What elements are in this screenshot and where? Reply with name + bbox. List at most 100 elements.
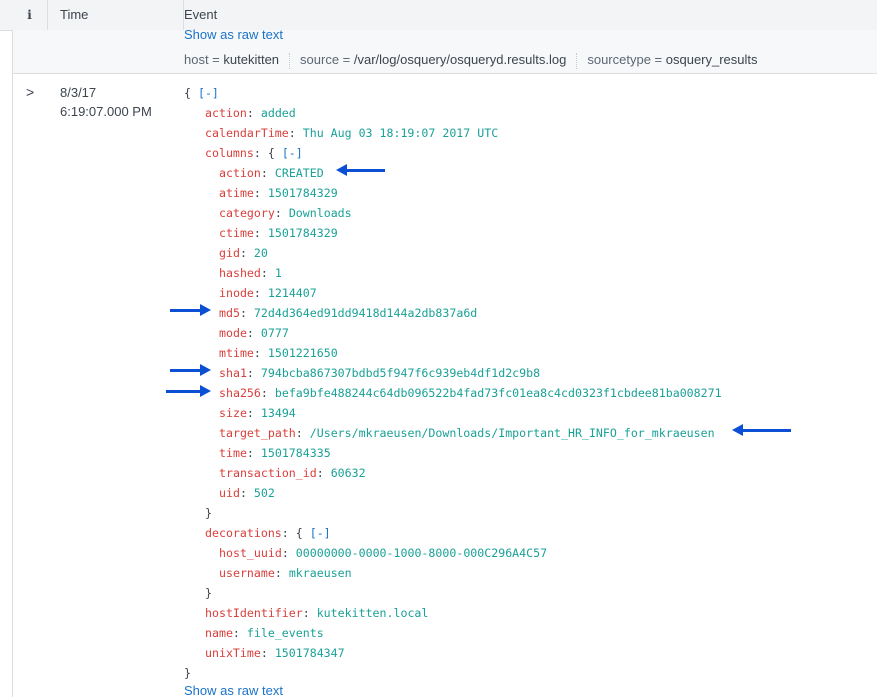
json-key[interactable]: name: [205, 626, 233, 640]
collapse-toggle[interactable]: [-]: [281, 146, 303, 160]
json-value[interactable]: 502: [253, 486, 275, 500]
json-value[interactable]: 1501221650: [267, 346, 338, 360]
table-row: [13, 30, 877, 74]
json-value[interactable]: 1214407: [267, 286, 317, 300]
json-line: hostIdentifier: kutekitten.local: [205, 606, 429, 620]
json-value[interactable]: befa9bfe488244c64db096522b4fad73fc01ea8c…: [274, 386, 722, 400]
json-line: name: file_events: [205, 626, 324, 640]
json-key[interactable]: size: [219, 406, 247, 420]
json-key[interactable]: sha256: [219, 386, 261, 400]
json-value[interactable]: /Users/mkraeusen/Downloads/Important_HR_…: [309, 426, 715, 440]
json-value[interactable]: mkraeusen: [288, 566, 352, 580]
divider: [576, 52, 578, 69]
json-value[interactable]: 13494: [260, 406, 296, 420]
json-line: hashed: 1: [219, 266, 282, 280]
events-table-header: i Time Event: [0, 0, 877, 31]
json-line: mtime: 1501221650: [219, 346, 338, 360]
json-value[interactable]: 60632: [330, 466, 366, 480]
json-key[interactable]: decorations: [205, 526, 282, 540]
json-value[interactable]: 72d4d364ed91dd9418d144a2db837a6d: [253, 306, 478, 320]
json-key[interactable]: action: [219, 166, 261, 180]
json-value[interactable]: 0777: [260, 326, 289, 340]
json-value[interactable]: 1501784347: [274, 646, 345, 660]
divider: [289, 52, 291, 69]
json-key[interactable]: md5: [219, 306, 240, 320]
json-close-brace: }: [184, 666, 191, 680]
json-key[interactable]: inode: [219, 286, 254, 300]
collapse-toggle[interactable]: [-]: [197, 86, 219, 100]
table-left-border: [12, 30, 13, 697]
json-value[interactable]: added: [260, 106, 296, 120]
json-key[interactable]: transaction_id: [219, 466, 317, 480]
host-field-label: host =: [184, 52, 224, 67]
show-raw-text-link[interactable]: Show as raw text: [184, 27, 283, 42]
json-key[interactable]: columns: [205, 146, 254, 160]
json-key[interactable]: username: [219, 566, 275, 580]
json-line: decorations: { [-]: [205, 526, 331, 540]
json-open-brace: {: [267, 146, 282, 160]
json-line: inode: 1214407: [219, 286, 317, 300]
event-time: 6:19:07.000 PM: [60, 104, 152, 119]
sourcetype-field-value[interactable]: osquery_results: [665, 52, 758, 67]
json-key[interactable]: host_uuid: [219, 546, 282, 560]
json-line: target_path: /Users/mkraeusen/Downloads/…: [219, 426, 715, 440]
json-value[interactable]: Thu Aug 03 18:19:07 2017 UTC: [302, 126, 499, 140]
json-key[interactable]: hostIdentifier: [205, 606, 303, 620]
json-key[interactable]: hashed: [219, 266, 261, 280]
json-value[interactable]: 1501784335: [260, 446, 331, 460]
right-arrow-icon: [166, 385, 211, 397]
json-open-brace: {: [295, 526, 310, 540]
info-column-header[interactable]: i: [12, 0, 48, 30]
json-value[interactable]: kutekitten.local: [316, 606, 429, 620]
json-close-brace: }: [205, 586, 212, 600]
json-key[interactable]: calendarTime: [205, 126, 289, 140]
json-line: }: [184, 503, 722, 523]
json-line: { [-]: [184, 83, 722, 103]
json-line: gid: 20: [219, 246, 268, 260]
json-key[interactable]: mtime: [219, 346, 254, 360]
json-value[interactable]: Downloads: [288, 206, 352, 220]
json-key[interactable]: atime: [219, 186, 254, 200]
json-key[interactable]: mode: [219, 326, 247, 340]
json-line: transaction_id: 60632: [219, 466, 366, 480]
json-value[interactable]: CREATED: [274, 166, 324, 180]
json-value[interactable]: 1501784329: [267, 186, 338, 200]
source-field-value[interactable]: /var/log/osquery/osqueryd.results.log: [353, 52, 567, 67]
json-line: username: mkraeusen: [219, 566, 352, 580]
source-field-label: source =: [300, 52, 354, 67]
left-arrow-icon: [732, 424, 791, 436]
json-line: mode: 0777: [219, 326, 289, 340]
host-field-value[interactable]: kutekitten: [223, 52, 280, 67]
right-arrow-icon: [170, 364, 211, 376]
json-value[interactable]: 20: [253, 246, 268, 260]
json-key[interactable]: uid: [219, 486, 240, 500]
json-key[interactable]: unixTime: [205, 646, 261, 660]
json-key[interactable]: category: [219, 206, 275, 220]
json-key[interactable]: time: [219, 446, 247, 460]
event-column-header[interactable]: Event: [184, 7, 218, 22]
json-value[interactable]: file_events: [246, 626, 324, 640]
json-key[interactable]: sha1: [219, 366, 247, 380]
json-key[interactable]: gid: [219, 246, 240, 260]
json-key[interactable]: target_path: [219, 426, 296, 440]
json-value[interactable]: 794bcba867307bdbd5f947f6c939eb4df1d2c9b8: [260, 366, 541, 380]
show-raw-text-link[interactable]: Show as raw text: [184, 683, 283, 698]
json-key[interactable]: ctime: [219, 226, 254, 240]
json-key[interactable]: action: [205, 106, 247, 120]
json-line: columns: { [-]: [205, 146, 303, 160]
collapse-toggle[interactable]: [-]: [309, 526, 331, 540]
time-column-header[interactable]: Time: [48, 0, 184, 30]
json-line: uid: 502: [219, 486, 275, 500]
json-value[interactable]: 1501784329: [267, 226, 338, 240]
json-line: sha256: befa9bfe488244c64db096522b4fad73…: [219, 386, 722, 400]
expand-row-chevron-icon[interactable]: >: [26, 84, 35, 100]
json-line: time: 1501784335: [219, 446, 331, 460]
left-arrow-icon: [336, 164, 385, 176]
json-close-brace: }: [205, 506, 212, 520]
json-value[interactable]: 00000000-0000-1000-8000-000C296A4C57: [295, 546, 548, 560]
json-line: host_uuid: 00000000-0000-1000-8000-000C2…: [219, 546, 548, 560]
json-value[interactable]: 1: [274, 266, 282, 280]
sourcetype-field-label: sourcetype =: [587, 52, 666, 67]
event-metadata: host = kutekitten source = /var/log/osque…: [184, 52, 758, 69]
